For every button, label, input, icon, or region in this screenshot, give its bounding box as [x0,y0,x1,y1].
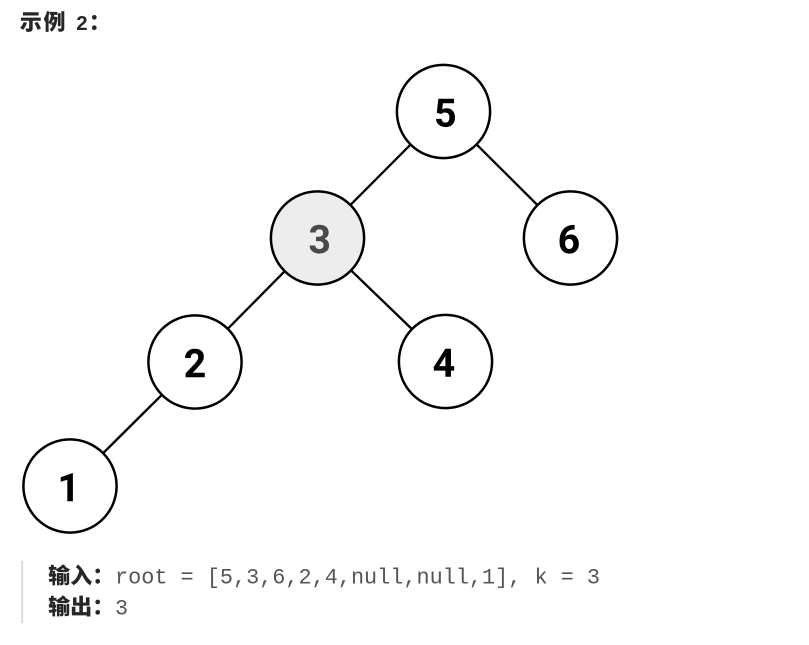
svg-text:root = [5,3,6,2,4,null,null,1]: root = [5,3,6,2,4,null,null,1], k = 3 [115,565,600,590]
svg-text:2: 2 [76,12,87,35]
svg-text:3: 3 [115,596,128,621]
